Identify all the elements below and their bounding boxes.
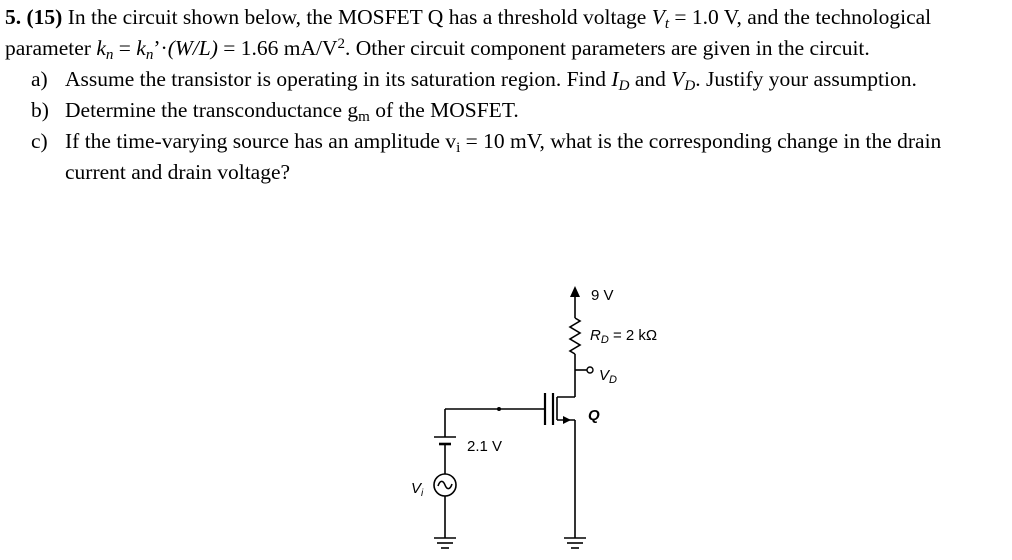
ground-symbol: [564, 537, 586, 549]
kn-prime-symbol: k: [136, 36, 146, 60]
part-c: c) If the time-varying source has an amp…: [31, 126, 1007, 188]
part-text: Assume the transistor is operating in it…: [65, 64, 1007, 95]
problem-number: 5.: [5, 5, 22, 29]
source-symbol: V: [411, 480, 423, 497]
gate-wire: [444, 408, 545, 437]
gate-node: [497, 407, 501, 411]
vt-subscript: t: [664, 16, 670, 32]
part-a-text-2: and: [634, 67, 666, 91]
part-b-text-1: Determine the transconductance g: [65, 98, 359, 122]
equals-sign: =: [118, 36, 131, 60]
vd-subscript: D: [609, 374, 617, 386]
part-text: Determine the transconductance gm of the…: [65, 95, 1007, 126]
part-label: c): [31, 129, 48, 153]
source-subscript: i: [421, 488, 424, 499]
vd-subscript: D: [684, 78, 696, 94]
kn-prime-subscript: n: [145, 47, 154, 63]
kn-prime-mark: ’·: [153, 36, 168, 60]
vd-symbol: V: [671, 67, 685, 91]
source-label: Vi: [411, 480, 424, 499]
id-subscript: D: [618, 78, 630, 94]
vt-symbol: V: [651, 5, 665, 29]
drain-voltage-label: VD: [599, 367, 617, 386]
drain-wire: [574, 354, 587, 397]
drain-resistor-label: RD = 2 kΩ: [590, 327, 657, 346]
rd-symbol: R: [590, 327, 601, 344]
problem-intro: 5. (15) In the circuit shown below, the …: [5, 2, 1007, 64]
kn-exponent: 2: [337, 36, 346, 52]
part-label: a): [31, 67, 48, 91]
ground-symbol: [434, 537, 456, 549]
part-text: If the time-varying source has an amplit…: [65, 126, 1007, 188]
width-length-ratio: (W/L): [167, 36, 218, 60]
part-a: a) Assume the transistor is operating in…: [31, 64, 1007, 95]
vt-value: = 1.0 V, and the technological parameter: [5, 5, 932, 60]
part-b-text-2: of the MOSFET.: [375, 98, 519, 122]
supply-arrow: [570, 286, 580, 318]
ac-source-icon: [433, 473, 457, 497]
kn-subscript: n: [105, 47, 114, 63]
rd-value: = 2 kΩ: [609, 327, 657, 344]
part-a-text-1: Assume the transistor is operating in it…: [65, 67, 607, 91]
part-c-text-2: = 10 mV, what is the corresponding chang…: [65, 129, 942, 184]
kn-symbol: k: [96, 36, 106, 60]
rd-subscript: D: [601, 334, 609, 346]
bias-battery: [434, 436, 456, 474]
vi-subscript: i: [456, 140, 461, 156]
problem-parts: a) Assume the transistor is operating in…: [31, 64, 1007, 188]
drain-terminal: [586, 366, 594, 374]
part-c-text-1: If the time-varying source has an amplit…: [65, 129, 457, 153]
part-a-text-3: . Justify your assumption.: [695, 67, 917, 91]
part-b: b) Determine the transconductance gm of …: [31, 95, 1007, 126]
gm-subscript: m: [358, 109, 370, 125]
intro-text-a: In the circuit shown below, the MOSFET Q…: [67, 5, 647, 29]
vd-symbol: V: [599, 367, 611, 384]
kn-value: = 1.66 mA/V: [223, 36, 338, 60]
drain-resistor: [568, 317, 582, 355]
problem-points: (15): [26, 5, 63, 29]
problem-statement: 5. (15) In the circuit shown below, the …: [5, 2, 1007, 188]
transistor-label: Q: [588, 407, 600, 424]
id-symbol: I: [611, 67, 619, 91]
part-label: b): [31, 98, 49, 122]
bias-voltage-label: 2.1 V: [467, 438, 502, 455]
mosfet-symbol: [543, 393, 575, 425]
supply-label: 9 V: [591, 287, 614, 304]
intro-text-b: . Other circuit component parameters are…: [345, 36, 870, 60]
